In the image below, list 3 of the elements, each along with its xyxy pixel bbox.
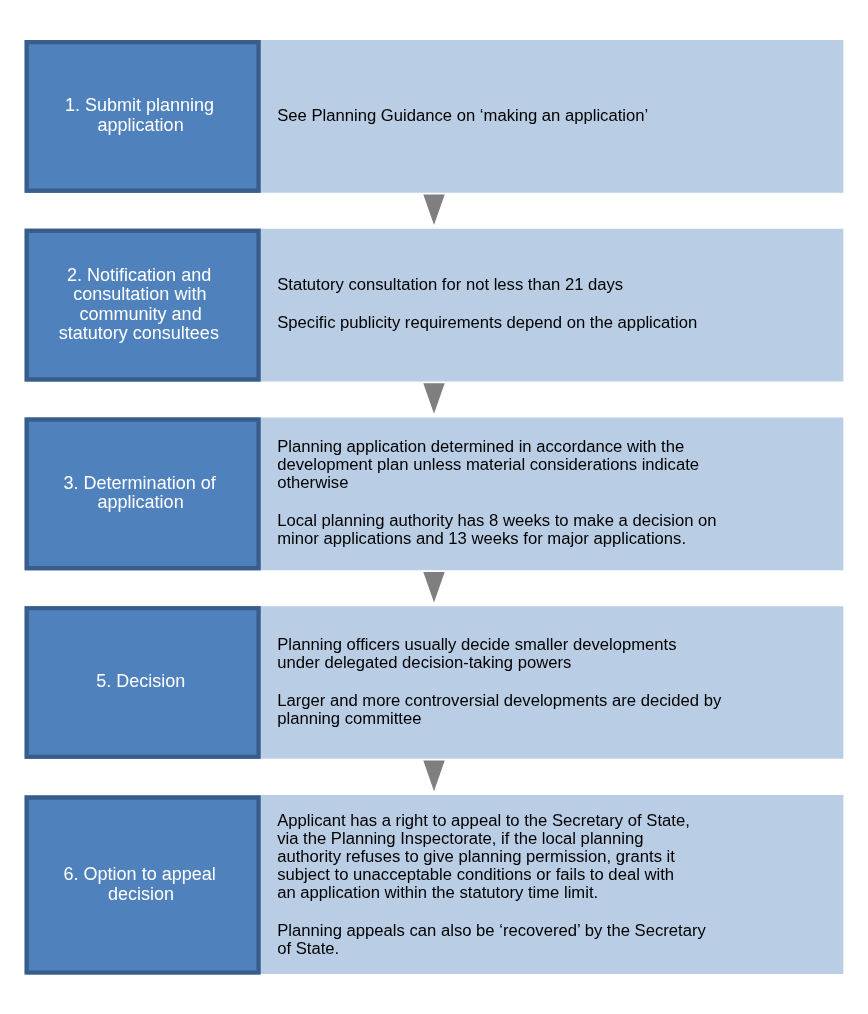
arrow bbox=[423, 571, 445, 603]
arrow bbox=[423, 760, 445, 792]
arrow bbox=[423, 194, 445, 226]
